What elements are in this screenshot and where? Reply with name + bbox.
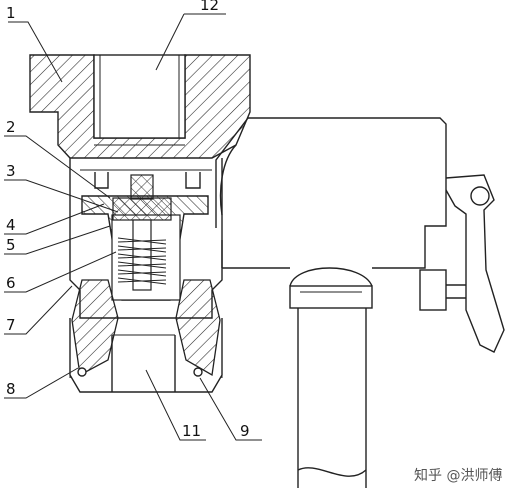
callout-7: 7 [6, 316, 16, 334]
callout-1: 1 [6, 4, 16, 22]
spring [117, 237, 167, 285]
callout-4: 4 [6, 216, 16, 234]
watermark-text: 知乎 @洪师傅 [414, 467, 502, 484]
lever-handle [419, 174, 505, 353]
leader-lines [4, 13, 262, 441]
lower-seal [71, 279, 221, 377]
callout-9: 9 [240, 422, 250, 440]
callout-12: 12 [200, 0, 219, 14]
callout-2: 2 [6, 118, 16, 136]
callout-labels: 1 12 2 3 4 5 6 7 8 9 11 [6, 0, 250, 440]
valve-body [215, 117, 447, 269]
callout-11: 11 [182, 422, 201, 440]
inner-chamber [69, 158, 223, 319]
outlet-tube [69, 318, 223, 393]
side-pipe [289, 267, 373, 488]
callout-5: 5 [6, 236, 16, 254]
callout-3: 3 [6, 162, 16, 180]
top-nut [29, 54, 251, 159]
callout-8: 8 [6, 380, 16, 398]
callout-6: 6 [6, 274, 16, 292]
